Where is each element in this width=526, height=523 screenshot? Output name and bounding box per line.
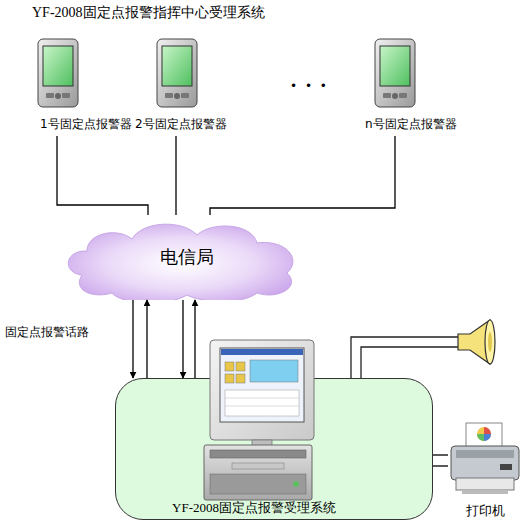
printer-icon [448,420,523,498]
printer-node: 打印机 [448,420,523,520]
system-label: YF-2008固定点报警受理系统 [116,501,432,515]
speaker-cone [488,332,492,352]
device-label: 1号固定点报警器 [40,118,132,131]
speaker-mouth [485,320,495,364]
arrow-connector [194,300,195,378]
arrow-connector [132,300,133,378]
line-connector [175,136,176,215]
screen-titlebar [221,349,303,355]
line-connector [433,465,448,466]
alarm-device-icon [37,38,79,108]
device-label: 2号固定点报警器 [135,118,227,131]
line-connector [210,136,395,215]
free-label: 固定点报警话路 [5,326,89,339]
line-connector [57,136,148,215]
arrow-connector [146,300,147,378]
device-label: n号固定点报警器 [365,118,457,131]
speaker-wire [361,347,458,378]
cloud-node: 电信局 [62,215,302,300]
alarm-device: 2号固定点报警器 [133,36,233,136]
screen-button [225,362,234,371]
alarm-device: n号固定点报警器 [363,36,463,136]
speaker-wire [351,337,458,378]
line-connector [433,454,448,455]
screen-button [236,362,245,371]
diagram-title: YF-2008固定点报警指挥中心受理系统 [32,5,265,20]
alarm-device-icon [374,38,416,108]
system-box: YF-2008固定点报警受理系统 [115,378,433,520]
alarm-device: 1号固定点报警器 [35,36,130,136]
free-label: • • • [290,80,329,93]
speaker-horn [458,320,490,364]
printer-label: 打印机 [448,504,523,518]
cloud-label: 电信局 [160,247,214,267]
alarm-device-icon [156,38,198,108]
arrow-connector [182,300,183,378]
